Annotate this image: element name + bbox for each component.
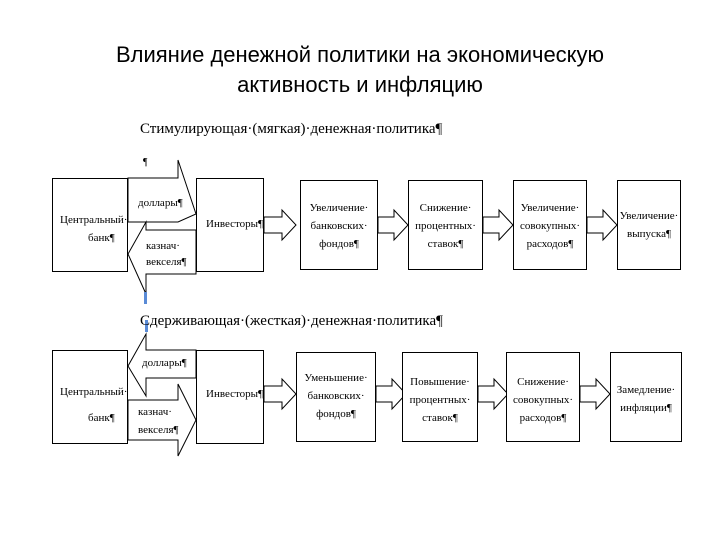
dollars-arrow-stimulating	[127, 159, 197, 223]
step-box-5	[296, 352, 376, 442]
slide-title-line-2: активность и инфляцию	[237, 72, 483, 97]
dollars-label-restrictive: доллары¶	[142, 357, 187, 369]
step-7-line-1: Снижение·	[517, 376, 569, 388]
central-bank-label-2-restrictive: банк¶	[88, 412, 115, 424]
central-bank-label-2: банк¶	[88, 232, 115, 244]
central-bank-label-1: Центральный·	[60, 214, 128, 226]
step-1-line-1: Увеличение·	[309, 202, 369, 214]
step-box-4	[617, 180, 681, 270]
flow-arrow-7	[477, 377, 509, 411]
step-7-line-3: расходов¶	[519, 412, 567, 424]
step-5-line-2: банковских·	[307, 390, 365, 402]
investors-label-stimulating: Инвесторы¶	[206, 218, 264, 230]
step-6-line-1: Повышение·	[410, 376, 470, 388]
step-box-2	[408, 180, 483, 270]
step-2-line-3: ставок¶	[427, 238, 464, 250]
step-8-line-1: Замедление·	[616, 384, 676, 396]
flow-arrow-6	[375, 377, 407, 411]
flow-arrow-3	[482, 208, 514, 242]
central-bank-box-restrictive	[52, 350, 128, 444]
step-4-line-1: Увеличение·	[619, 210, 679, 222]
central-bank-box-stimulating	[52, 178, 128, 272]
slide-title-line-1: Влияние денежной политики на экономическ…	[115, 42, 605, 67]
step-2-line-1: Снижение·	[419, 202, 472, 214]
step-3-line-2: совокупных·	[519, 220, 581, 232]
flow-arrow-2	[377, 208, 409, 242]
dollars-label-stimulating: доллары¶	[138, 197, 183, 209]
flow-arrow-5	[263, 377, 297, 411]
flow-arrow-4	[586, 208, 618, 242]
step-1-line-2: банковских·	[310, 220, 368, 232]
bills-arrow-restrictive	[127, 383, 197, 457]
dollars-arrow-restrictive	[127, 332, 197, 398]
bills-label-1-stimulating: казнач·	[146, 240, 180, 252]
slide-title: Влияние денежной политики на экономическ…	[60, 40, 660, 100]
investors-box-stimulating	[196, 178, 264, 272]
step-8-line-2: инфляции¶	[620, 402, 672, 414]
step-box-7	[506, 352, 580, 442]
central-bank-label-1-restrictive: Центральный·	[60, 386, 128, 398]
step-6-line-2: процентных·	[409, 394, 471, 406]
pilcrow-mark: ¶	[143, 157, 148, 168]
step-3-line-3: расходов¶	[526, 238, 574, 250]
investors-label-restrictive: Инвесторы¶	[206, 388, 264, 400]
step-5-line-3: фондов¶	[316, 408, 356, 420]
bills-label-2-stimulating: векселя¶	[146, 256, 187, 268]
flow-arrow-1	[263, 208, 297, 242]
bills-label-1-restrictive: казнач·	[138, 406, 172, 418]
step-box-6	[402, 352, 478, 442]
bills-arrow-stimulating	[127, 220, 197, 295]
bills-label-2-restrictive: векселя¶	[138, 424, 179, 436]
step-3-line-1: Увеличение·	[520, 202, 580, 214]
stimulating-policy-heading: Стимулирующая·(мягкая)·денежная·политика…	[140, 121, 443, 137]
step-7-line-2: совокупных·	[512, 394, 574, 406]
step-1-line-3: фондов¶	[319, 238, 359, 250]
step-box-3	[513, 180, 587, 270]
flow-arrow-8	[579, 377, 611, 411]
restrictive-policy-heading: Сдерживающая·(жесткая)·денежная·политика…	[140, 313, 443, 329]
step-box-8	[610, 352, 682, 442]
step-4-line-2: выпуска¶	[627, 228, 671, 240]
step-box-1	[300, 180, 378, 270]
step-5-line-1: Уменьшение·	[304, 372, 368, 384]
investors-box-restrictive	[196, 350, 264, 444]
step-6-line-3: ставок¶	[422, 412, 458, 424]
step-2-line-2: процентных·	[415, 220, 476, 232]
